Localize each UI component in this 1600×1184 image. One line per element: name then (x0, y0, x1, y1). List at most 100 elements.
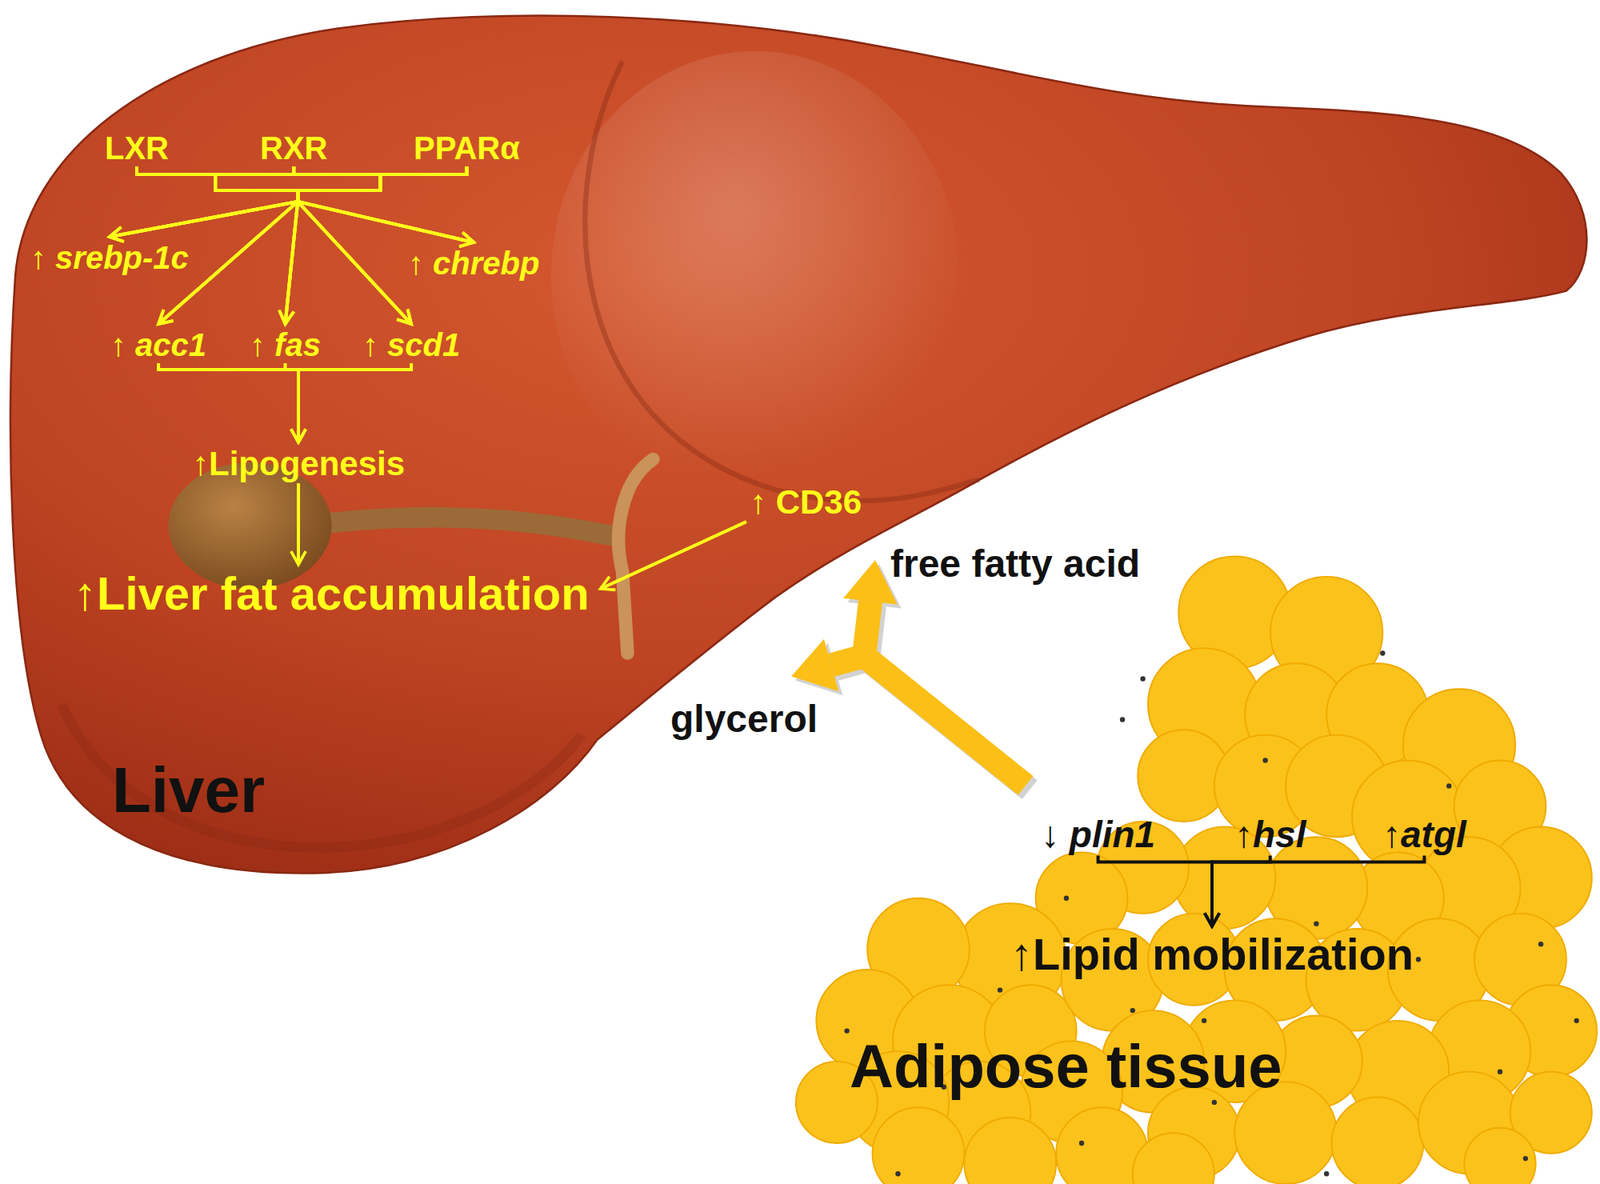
adipose-tissue: Adipose tissue ↓ plin1 ↑hsl ↑atgl ↑Lipid mob… (832, 596, 1596, 1180)
nucleus-dot (1201, 1018, 1207, 1024)
connector-line (297, 166, 474, 243)
nucleus-dot (1573, 1018, 1579, 1024)
gene-label: ↑ srebp-1c (27, 239, 192, 276)
receptor-label: PPARα (410, 129, 524, 167)
liver-illustration (10, 16, 1587, 874)
pathway-arrow (1212, 855, 1424, 926)
gene-label: ↑ CD36 (746, 483, 865, 522)
nucleus-dot (1140, 676, 1145, 681)
fat-cell (1464, 1128, 1536, 1184)
nucleus-dot (1523, 1156, 1528, 1161)
connector-line (600, 521, 747, 589)
nucleus-dot (1416, 956, 1421, 962)
label-text: ↑hsl (1234, 813, 1306, 856)
connector-line (158, 363, 299, 443)
gene-label: ↑ scd1 (359, 326, 464, 364)
label-text: PPARα (413, 129, 520, 167)
nucleus-dot (895, 1171, 900, 1176)
gene-label: ↑atgl (1379, 813, 1470, 856)
adipose-illustration (796, 556, 1597, 1184)
nucleus-dot (1380, 650, 1385, 656)
label-text: Adipose tissue (849, 1031, 1283, 1101)
nucleus-dot (1313, 920, 1319, 926)
label-text: ↑ fas (249, 326, 321, 364)
process-label: ↑Lipogenesis (188, 444, 408, 484)
pathway-arrow (293, 166, 474, 243)
label-text: ↑ scd1 (362, 326, 460, 364)
label-text: ↑Lipogenesis (192, 444, 405, 484)
pathway-arrow (136, 166, 474, 243)
connector-line (285, 363, 300, 443)
connector-line (109, 166, 468, 237)
pathway-arrow (109, 166, 468, 237)
gene-label: ↓ plin1 (1037, 813, 1159, 856)
nucleus-dot (1497, 1068, 1503, 1074)
connector-line (215, 166, 298, 324)
gene-label: ↑hsl (1231, 813, 1309, 856)
pathway-arrow (158, 363, 299, 443)
connector-line (1098, 855, 1212, 926)
fat-cell (964, 1117, 1056, 1184)
receptor-label: LXR (101, 129, 172, 167)
nucleus-dot (1212, 1100, 1217, 1105)
label-text: ↑ CD36 (749, 483, 862, 522)
connector-line (1212, 855, 1271, 926)
pathway-arrow (298, 483, 300, 565)
label-holder: Adipose tissue (849, 1031, 1283, 1101)
process-label: ↑Lipid mobilization (1007, 928, 1417, 980)
nucleus-dot (1064, 896, 1069, 901)
bile-duct (618, 459, 653, 653)
gene-label: ↑ acc1 (107, 326, 210, 364)
liver-outline (10, 16, 1587, 874)
label-text: free fatty acid (890, 541, 1140, 586)
connector-line (1212, 855, 1424, 926)
arrow-body (791, 639, 1026, 786)
connector-line (136, 166, 474, 243)
fat-cell (1332, 1097, 1424, 1184)
liver-lobe-line (584, 61, 980, 502)
label-text: ↓ plin1 (1040, 813, 1156, 856)
metabolite-label: free fatty acid (887, 541, 1144, 586)
nucleus-dot (1324, 1171, 1329, 1176)
metabolite-label: glycerol (667, 696, 821, 741)
fat-cell (1132, 1132, 1215, 1184)
gene-label: ↑ chrebp (404, 244, 543, 282)
label-text: ↑atgl (1382, 813, 1467, 856)
pathway-arrow (297, 166, 474, 243)
nucleus-dot (1079, 1140, 1084, 1146)
label-holder: Liver (112, 753, 265, 828)
pathway-arrow (285, 363, 300, 443)
pathway-arrow (215, 166, 298, 324)
fat-cell (872, 1107, 965, 1184)
nucleus-dot (1538, 941, 1544, 947)
nucleus-dot (844, 1028, 849, 1033)
label-text: ↑ chrebp (408, 244, 540, 282)
arrow-head (843, 560, 898, 605)
label-text: LXR (104, 129, 169, 167)
label-text: ↑ srebp-1c (30, 239, 189, 276)
pathway-arrow (298, 363, 412, 443)
connector-line (293, 166, 474, 243)
release-arrow (791, 639, 1030, 790)
nucleus-dot (1262, 757, 1268, 763)
pathway-arrow (1212, 855, 1271, 926)
liver-lower-shade (61, 704, 583, 848)
gene-label: ↑ fas (246, 326, 324, 364)
nucleus-dot (997, 987, 1003, 992)
label-text: glycerol (670, 696, 818, 741)
pathway-arrow (1098, 855, 1212, 926)
nucleus-dot (1130, 1008, 1136, 1013)
label-text: ↑Liver fat accumulation (73, 567, 590, 621)
liver-lobe-highlight (551, 51, 960, 500)
label-text: RXR (260, 129, 328, 167)
label-text: ↑Lipid mobilization (1010, 928, 1414, 980)
nucleus-dot (1446, 783, 1452, 788)
arrow-shaft (831, 656, 1026, 786)
pathway-arrow (600, 521, 747, 589)
label-text: Liver (112, 753, 265, 828)
gallbladder-neck (306, 517, 613, 536)
outcome-label: ↑Liver fat accumulation (70, 567, 593, 621)
nucleus-dot (1120, 716, 1125, 722)
receptor-label: RXR (256, 129, 331, 167)
connector-line (298, 363, 412, 443)
